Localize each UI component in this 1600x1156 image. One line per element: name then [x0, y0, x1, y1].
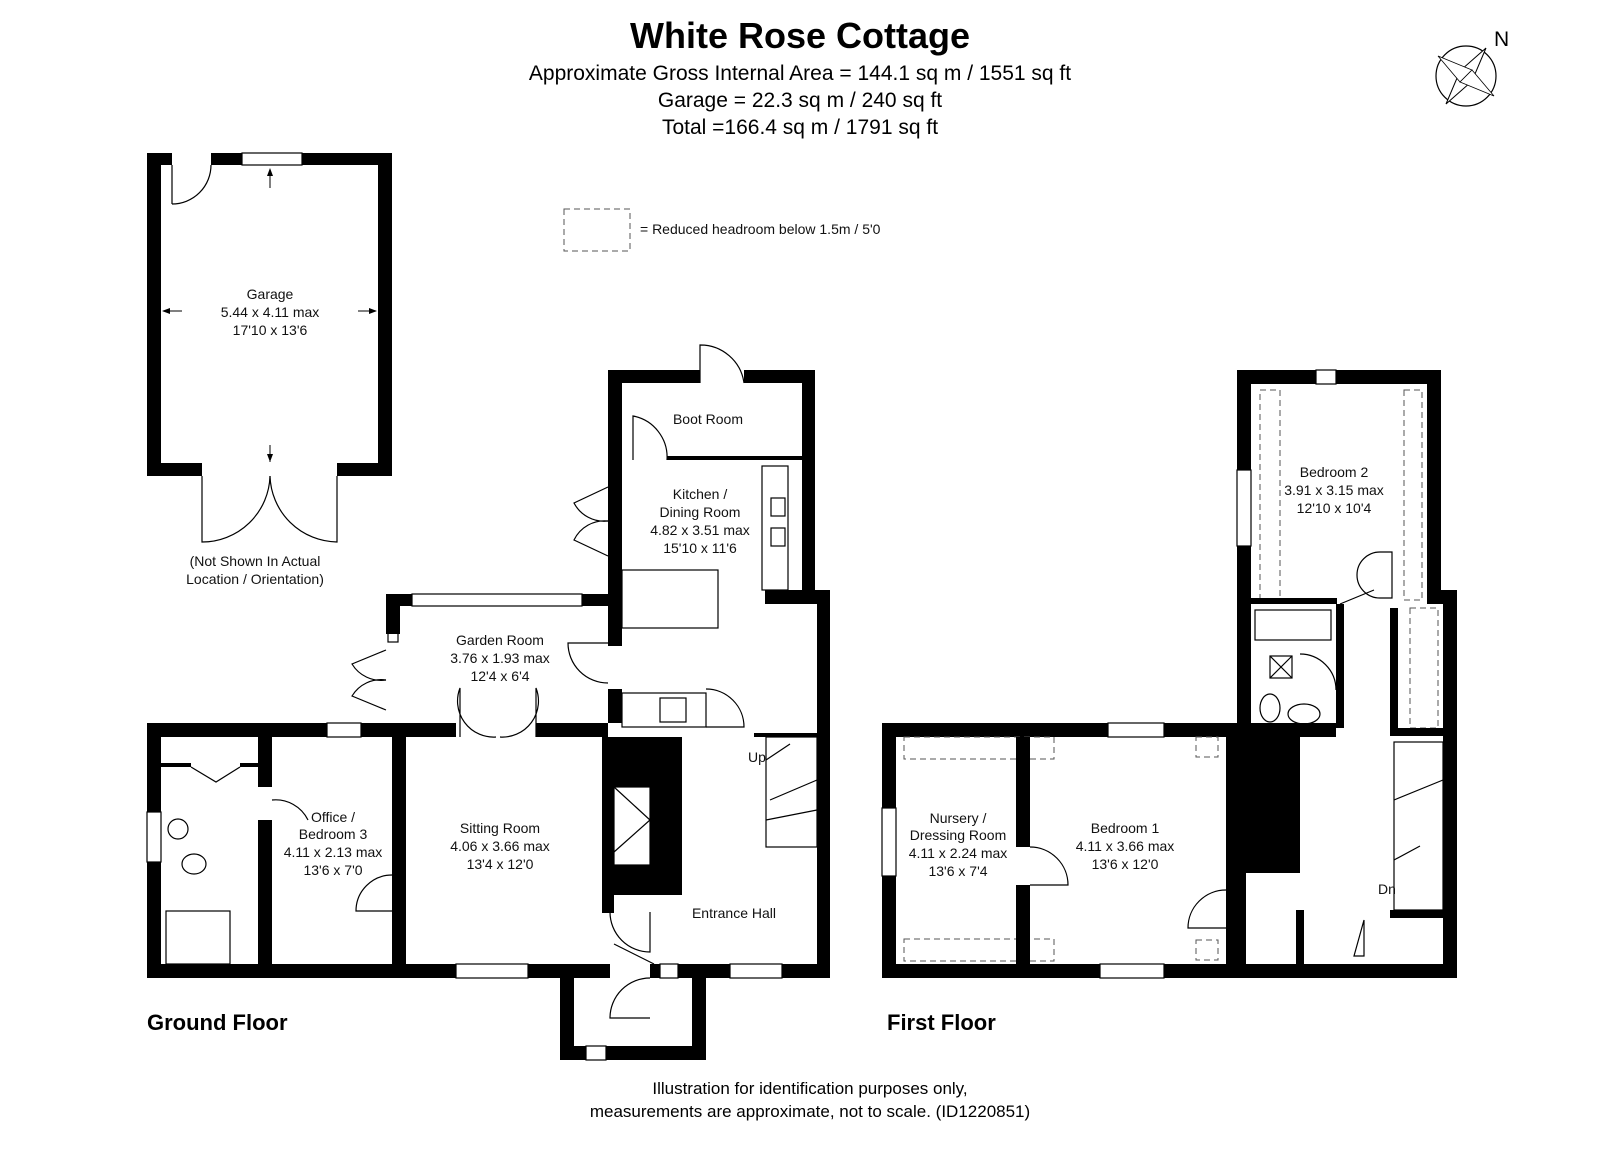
- nursery-name-line2: Dressing Room: [910, 827, 1006, 843]
- garden-room-metric: 3.76 x 1.93 max: [450, 650, 550, 666]
- garage-note-line2: Location / Orientation): [186, 571, 324, 587]
- kitchen-name-line2: Dining Room: [660, 504, 741, 520]
- entrance-hall-name: Entrance Hall: [692, 905, 776, 921]
- boot-room-name: Boot Room: [673, 411, 743, 427]
- bedroom2-metric: 3.91 x 3.15 max: [1284, 482, 1384, 498]
- gross-area: Approximate Gross Internal Area = 144.1 …: [529, 62, 1071, 85]
- bedroom2-name: Bedroom 2: [1300, 464, 1369, 480]
- bedroom1-imperial: 13'6 x 12'0: [1092, 856, 1159, 872]
- garage-plan: [147, 152, 392, 543]
- garden-room-name: Garden Room: [456, 632, 544, 648]
- ground-floor-label: Ground Floor: [147, 1010, 288, 1035]
- kitchen-imperial: 15'10 x 11'6: [663, 540, 737, 556]
- stairs-up-label: Up: [748, 749, 766, 765]
- footer-line2: measurements are approximate, not to sca…: [590, 1102, 1030, 1121]
- stairs-down-label: Dn: [1378, 881, 1396, 897]
- sitting-room-metric: 4.06 x 3.66 max: [450, 838, 550, 854]
- plan-title: White Rose Cottage: [630, 15, 970, 56]
- compass-north-label: N: [1494, 28, 1509, 51]
- nursery-name-line1: Nursery /: [930, 810, 987, 826]
- sitting-room-imperial: 13'4 x 12'0: [467, 856, 534, 872]
- legend-text: = Reduced headroom below 1.5m / 5'0: [640, 221, 881, 237]
- kitchen-metric: 4.82 x 3.51 max: [650, 522, 750, 538]
- garage-metric: 5.44 x 4.11 max: [221, 304, 320, 320]
- garage-note-line1: (Not Shown In Actual: [190, 553, 321, 569]
- garage-name: Garage: [247, 286, 294, 302]
- sitting-room-name: Sitting Room: [460, 820, 540, 836]
- total-area: Total =166.4 sq m / 1791 sq ft: [662, 116, 938, 139]
- footer-line1: Illustration for identification purposes…: [652, 1079, 967, 1098]
- reduced-headroom-swatch: [563, 208, 631, 252]
- office-imperial: 13'6 x 7'0: [303, 862, 362, 878]
- office-metric: 4.11 x 2.13 max: [284, 844, 383, 860]
- nursery-imperial: 13'6 x 7'4: [928, 863, 987, 879]
- bedroom1-name: Bedroom 1: [1091, 820, 1160, 836]
- bedroom2-imperial: 12'10 x 10'4: [1297, 500, 1372, 516]
- office-name-line1: Office /: [311, 809, 355, 825]
- nursery-metric: 4.11 x 2.24 max: [909, 845, 1008, 861]
- office-name-line2: Bedroom 3: [299, 826, 368, 842]
- compass-icon: [1435, 45, 1497, 107]
- first-floor-plan: [881, 369, 1457, 979]
- kitchen-name-line1: Kitchen /: [673, 486, 728, 502]
- ground-floor-plan: [146, 344, 830, 1061]
- bedroom1-metric: 4.11 x 3.66 max: [1076, 838, 1175, 854]
- garage-area: Garage = 22.3 sq m / 240 sq ft: [658, 89, 942, 112]
- garden-room-imperial: 12'4 x 6'4: [470, 668, 529, 684]
- garage-imperial: 17'10 x 13'6: [233, 322, 308, 338]
- first-floor-label: First Floor: [887, 1010, 996, 1035]
